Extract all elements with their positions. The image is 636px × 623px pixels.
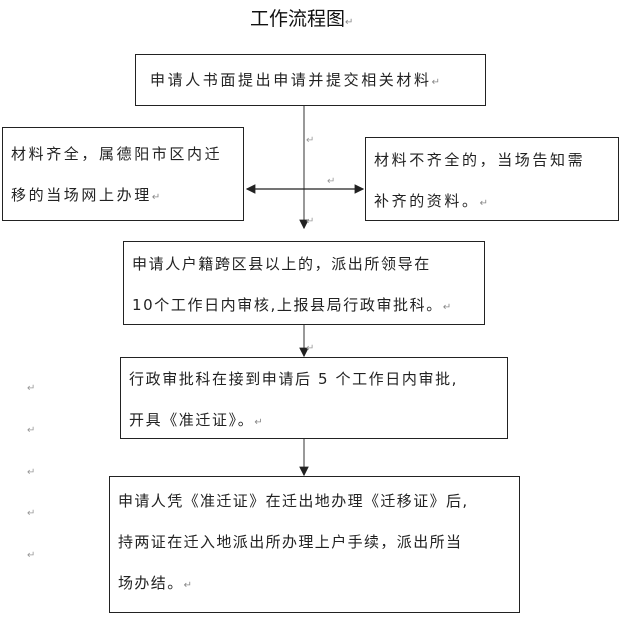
step-review-text: 10个工作日内审核,上报县局行政审批科。	[132, 296, 443, 314]
step-finish-box: 申请人凭《准迁证》在迁出地办理《迁移证》后, 持两证在迁入地派出所办理上户手续，…	[109, 476, 520, 613]
paragraph-mark: ↵	[479, 198, 488, 209]
step-finish-line: 申请人凭《准迁证》在迁出地办理《迁移证》后,	[118, 492, 469, 510]
paragraph-mark: ↵	[27, 467, 36, 478]
step-incomplete-line: 补齐的资料。↵	[374, 181, 610, 224]
step-incomplete-text: 补齐的资料。	[374, 192, 480, 210]
paragraph-mark: ↵	[151, 192, 161, 203]
paragraph-mark: ↵	[345, 17, 354, 28]
paragraph-mark: ↵	[183, 580, 192, 591]
step-approve-text: 开具《准迁证》。	[129, 411, 255, 429]
paragraph-mark: ↵	[27, 383, 36, 394]
paragraph-mark: ↵	[306, 343, 315, 354]
step-approve-line: 开具《准迁证》。↵	[129, 400, 499, 443]
step-finish-line: 场办结。↵	[118, 563, 511, 606]
step-approve-box: 行政审批科在接到申请后 5 个工作日内审批, 开具《准迁证》。↵	[120, 357, 508, 439]
step-submit-box: 申请人书面提出申请并提交相关材料↵	[135, 54, 486, 106]
paragraph-mark: ↵	[431, 77, 440, 88]
step-approve-line: 行政审批科在接到申请后 5 个工作日内审批,	[129, 370, 459, 388]
step-review-line: 申请人户籍跨区县以上的，派出所领导在	[132, 255, 431, 273]
title-text: 工作流程图	[250, 8, 346, 30]
step-complete-line: 移的当场网上办理↵	[11, 175, 235, 218]
paragraph-mark: ↵	[254, 417, 263, 428]
paragraph-mark: ↵	[27, 425, 36, 436]
step-finish-text: 场办结。	[118, 574, 184, 592]
paragraph-mark: ↵	[442, 302, 452, 313]
paragraph-mark: ↵	[327, 176, 336, 187]
paragraph-mark: ↵	[27, 508, 36, 519]
step-complete-text: 移的当场网上办理	[11, 186, 152, 204]
step-incomplete-line: 材料不齐全的，当场告知需	[374, 151, 586, 169]
step-complete-line: 材料齐全，属德阳市区内迁	[11, 145, 223, 163]
paragraph-mark: ↵	[306, 135, 315, 146]
page-title: 工作流程图↵	[250, 4, 353, 31]
step-incomplete-box: 材料不齐全的，当场告知需 补齐的资料。↵	[365, 137, 619, 221]
step-complete-box: 材料齐全，属德阳市区内迁 移的当场网上办理↵	[2, 127, 244, 221]
paragraph-mark: ↵	[306, 216, 315, 227]
paragraph-mark: ↵	[27, 550, 36, 561]
step-review-line: 10个工作日内审核,上报县局行政审批科。↵	[132, 285, 476, 328]
step-submit-text: 申请人书面提出申请并提交相关材料	[150, 71, 432, 89]
step-finish-line: 持两证在迁入地派出所办理上户手续，派出所当	[118, 533, 463, 551]
step-review-box: 申请人户籍跨区县以上的，派出所领导在 10个工作日内审核,上报县局行政审批科。↵	[123, 241, 485, 325]
